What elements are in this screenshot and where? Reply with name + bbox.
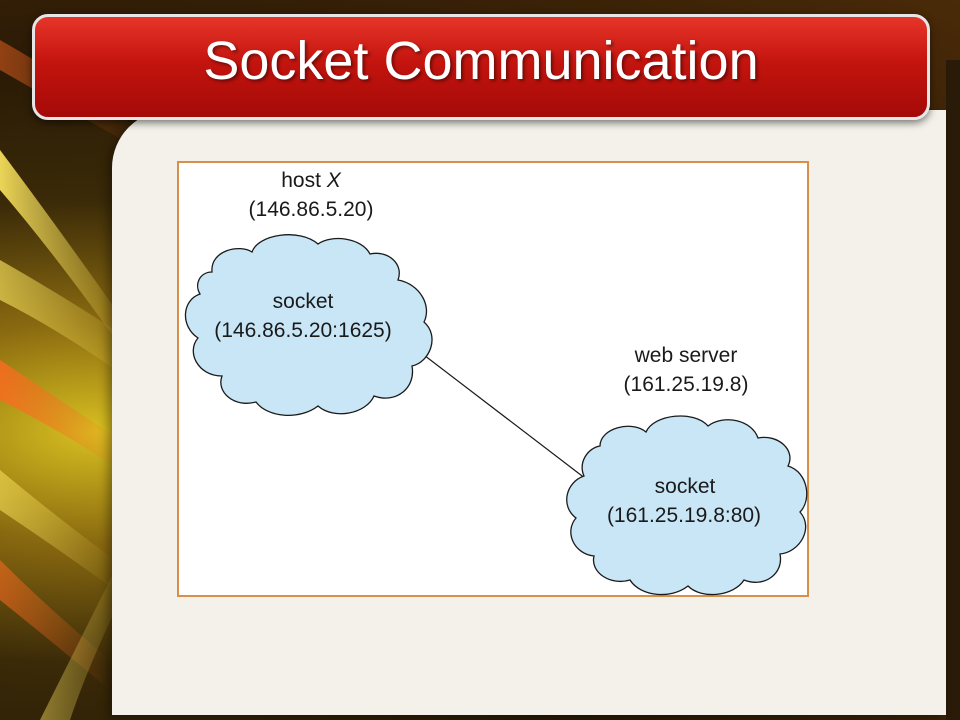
server-address: (161.25.19.8) bbox=[623, 373, 749, 396]
host-label-text: host bbox=[281, 169, 321, 192]
host-label: host X bbox=[236, 168, 386, 193]
server-socket-address: (161.25.19.8:80) bbox=[606, 504, 762, 527]
host-address: (146.86.5.20) bbox=[248, 198, 374, 221]
connection-line bbox=[419, 351, 591, 483]
server-label: web server bbox=[634, 344, 738, 367]
server-socket-cloud bbox=[566, 415, 808, 596]
host-socket-address: (146.86.5.20:1625) bbox=[214, 319, 392, 342]
title-bar: Socket Communication bbox=[32, 14, 930, 120]
host-socket-cloud bbox=[184, 234, 433, 417]
host-name: X bbox=[326, 169, 341, 192]
host-socket-label: socket bbox=[272, 290, 334, 313]
server-socket-label: socket bbox=[654, 475, 716, 498]
slide-title: Socket Communication bbox=[203, 31, 759, 91]
